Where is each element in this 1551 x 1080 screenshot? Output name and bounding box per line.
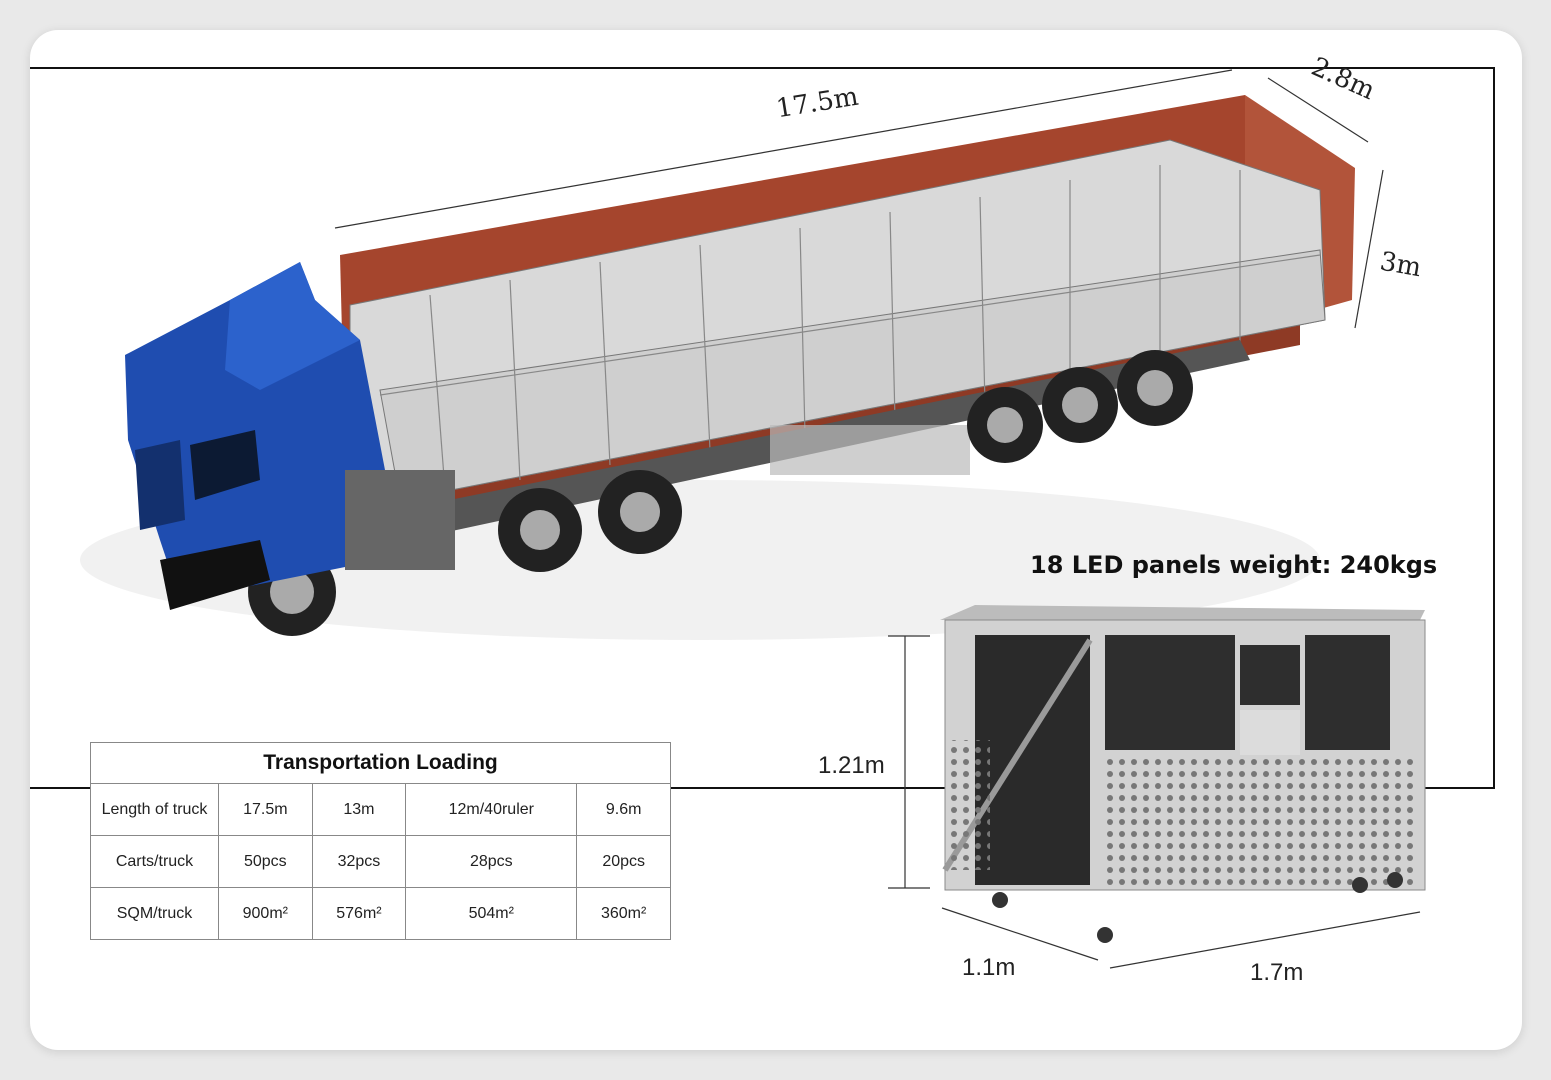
- cell: 12m/40ruler: [405, 783, 578, 836]
- cell: 17.5m: [218, 783, 313, 836]
- cart-depth-label: 1.1m: [962, 954, 1016, 981]
- led-cart-illustration: [940, 605, 1426, 943]
- cell: 576m²: [311, 887, 407, 940]
- cell: 28pcs: [405, 835, 578, 888]
- cart-height-label: 1.21m: [818, 752, 885, 779]
- table-row: SQM/truck 900m² 576m² 504m² 360m²: [90, 887, 671, 940]
- cell: 50pcs: [218, 835, 313, 888]
- cell: 900m²: [218, 887, 313, 940]
- cell: 9.6m: [576, 783, 671, 836]
- truck-cab: [125, 262, 455, 610]
- row-label: SQM/truck: [90, 887, 219, 940]
- cell: 360m²: [576, 887, 671, 940]
- row-label: Length of truck: [90, 783, 219, 836]
- frame-line-right: [1493, 67, 1495, 789]
- table-row: Length of truck 17.5m 13m 12m/40ruler 9.…: [90, 783, 671, 836]
- dimension-lines: [334, 69, 1421, 969]
- frame-line-bottom: [30, 787, 1494, 789]
- cell: 13m: [311, 783, 407, 836]
- cell: 20pcs: [576, 835, 671, 888]
- transportation-loading-table: Transportation Loading Length of truck 1…: [90, 742, 671, 940]
- row-label: Carts/truck: [90, 835, 219, 888]
- cart-length-label: 1.7m: [1250, 959, 1304, 986]
- table-row: Carts/truck 50pcs 32pcs 28pcs 20pcs: [90, 835, 671, 888]
- table-title: Transportation Loading: [90, 742, 671, 784]
- cell: 504m²: [405, 887, 578, 940]
- frame-line-top: [30, 67, 1494, 69]
- cell: 32pcs: [311, 835, 407, 888]
- cart-weight-title: 18 LED panels weight: 240kgs: [1030, 551, 1438, 579]
